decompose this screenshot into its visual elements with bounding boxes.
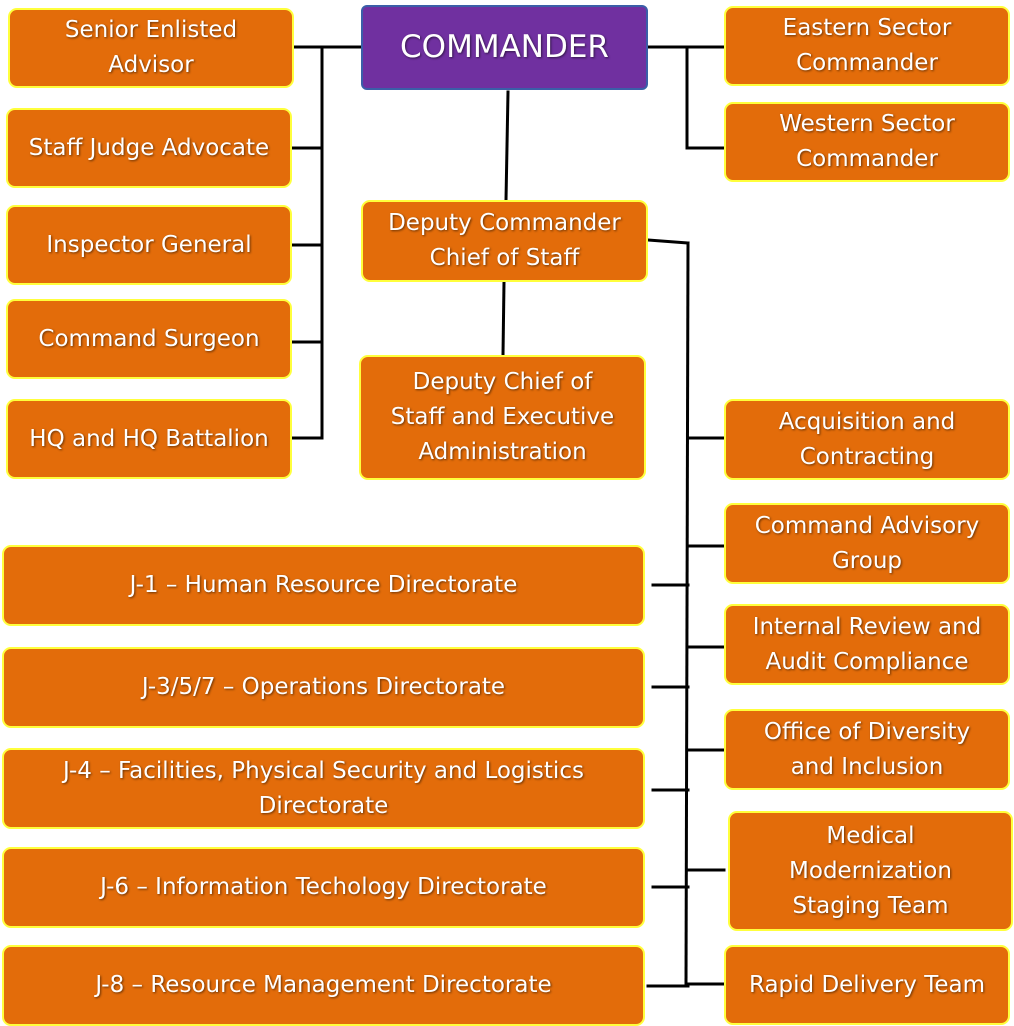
connector — [684, 241, 690, 987]
internal-review-box: Internal Review and Audit Compliance — [724, 604, 1010, 685]
diversity-inclusion-box: Office of Diversity and Inclusion — [724, 709, 1010, 790]
commander-box: COMMANDER — [361, 5, 648, 90]
j1-directorate-box: J-1 – Human Resource Directorate — [2, 545, 645, 626]
j4-directorate-box: J-4 – Facilities, Physical Security and … — [2, 748, 645, 829]
eastern-sector-commander-box: Eastern Sector Commander — [724, 6, 1010, 86]
connector — [501, 280, 506, 357]
western-sector-commander-box: Western Sector Commander — [724, 102, 1010, 182]
j8-directorate-box: J-8 – Resource Management Directorate — [2, 945, 645, 1026]
senior-enlisted-advisor-box: Senior Enlisted Advisor — [8, 8, 294, 88]
j6-directorate-box: J-6 – Information Techology Directorate — [2, 847, 645, 928]
acquisition-contracting-box: Acquisition and Contracting — [724, 399, 1010, 480]
command-advisory-group-box: Command Advisory Group — [724, 503, 1010, 584]
j3-directorate-box: J-3/5/7 – Operations Directorate — [2, 647, 645, 728]
staff-judge-advocate-box: Staff Judge Advocate — [6, 108, 292, 188]
medical-modernization-box: Medical Modernization Staging Team — [728, 811, 1013, 931]
deputy-chief-of-staff-box: Deputy Chief of Staff and Executive Admi… — [359, 355, 646, 480]
connector — [646, 238, 690, 245]
inspector-general-box: Inspector General — [6, 205, 292, 285]
hq-battalion-box: HQ and HQ Battalion — [6, 399, 292, 479]
command-surgeon-box: Command Surgeon — [6, 299, 292, 379]
connector — [504, 90, 510, 202]
rapid-delivery-team-box: Rapid Delivery Team — [724, 945, 1010, 1025]
deputy-commander-box: Deputy Commander Chief of Staff — [361, 200, 648, 282]
